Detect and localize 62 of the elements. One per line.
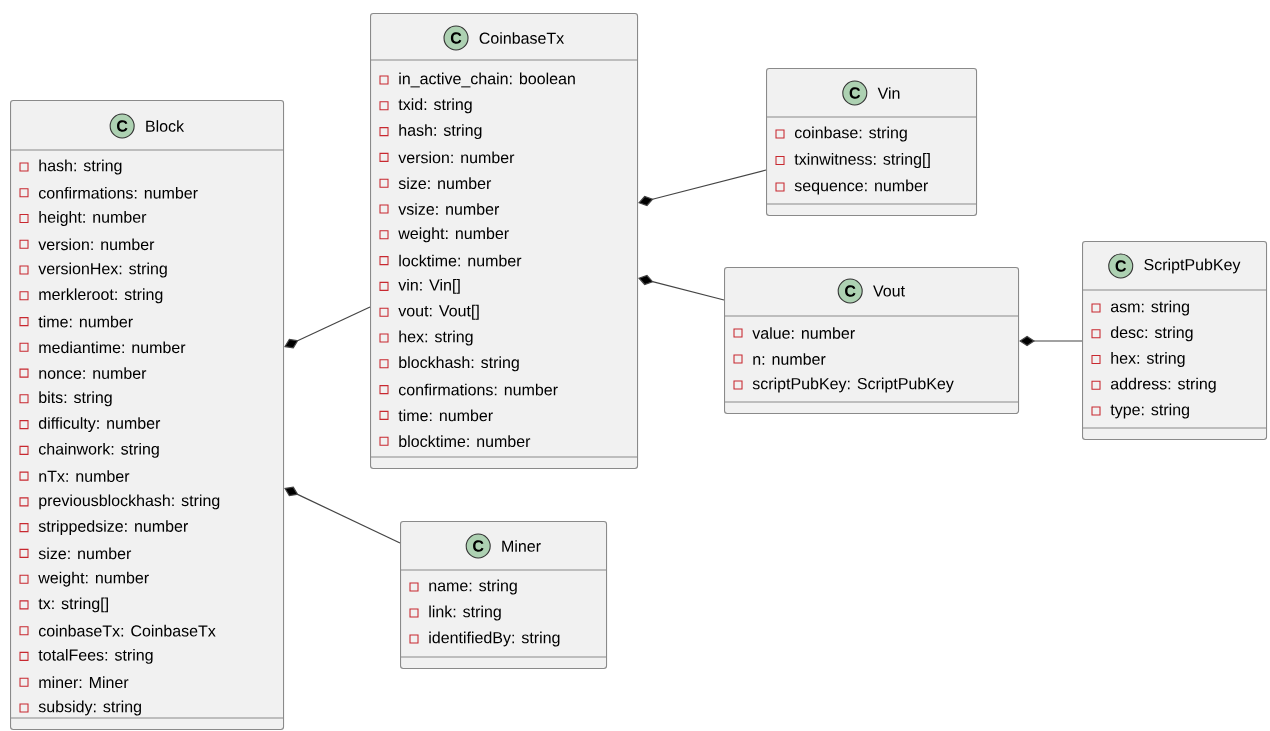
class-name: Vin [877, 87, 900, 99]
class-name: Block [146, 120, 185, 132]
attribute-text: sequence: number [794, 179, 928, 195]
attribute-text: hash: string [399, 124, 482, 140]
attribute-text: version: number [398, 151, 515, 164]
attribute-text: name: string [429, 579, 517, 595]
composition-line [284, 486, 401, 544]
attribute-text: type: string [1110, 403, 1189, 419]
attribute-text: value: number [752, 327, 855, 339]
attribute-text: strippedsize: number [38, 520, 188, 536]
attribute-text: merkleroot: string [39, 288, 163, 304]
attribute-text: time: number [398, 409, 493, 422]
attribute-text: bits: string [39, 391, 112, 407]
attribute-text: mediantime: number [39, 341, 186, 354]
attribute-text: nonce: number [39, 367, 147, 379]
composition-line [1019, 335, 1083, 347]
attribute-text: blocktime: number [399, 435, 531, 448]
attribute-text: n: number [753, 353, 826, 365]
attribute-text: totalFees: string [38, 648, 153, 664]
attribute-text: coinbase: string [794, 126, 907, 142]
attribute-text: nTx: number [39, 470, 130, 482]
attribute-text: versionHex: string [38, 262, 167, 278]
class-name: ScriptPubKey [1144, 258, 1241, 274]
class-name: Vout [873, 285, 905, 297]
attribute-text: previousblockhash: string [39, 494, 220, 510]
attribute-text: txid: string [398, 98, 472, 114]
attribute-text: difficulty: number [38, 417, 161, 433]
attribute-text: version: number [38, 238, 155, 251]
attribute-text: size: number [398, 177, 492, 190]
attribute-text: weight: number [38, 571, 149, 587]
attribute-text: weight: number [398, 227, 509, 243]
attribute-text: vsize: number [398, 203, 500, 215]
attribute-text: vout: Vout[] [398, 304, 479, 320]
attribute-text: desc: string [1110, 326, 1193, 342]
attribute-text: hex: string [1111, 352, 1185, 367]
composition-line [638, 169, 767, 207]
attribute-text: chainwork: string [38, 442, 159, 458]
attribute-text: miner: Miner [39, 676, 129, 689]
attribute-text: in_active_chain: boolean [399, 72, 575, 88]
attribute-text: scriptPubKey: ScriptPubKey [752, 377, 954, 393]
attribute-text: txinwitness: string[] [794, 153, 930, 168]
attribute-text: height: number [39, 211, 147, 226]
attribute-text: address: string [1110, 377, 1216, 393]
attribute-text: asm: string [1110, 300, 1189, 316]
attribute-text: time: number [38, 315, 133, 328]
attribute-text: tx: string[] [38, 597, 108, 613]
attribute-text: blockhash: string [399, 356, 519, 372]
attribute-text: confirmations: number [398, 383, 558, 396]
attribute-text: hex: string [399, 330, 473, 346]
attribute-text: locktime: number [399, 254, 522, 267]
composition-line [638, 274, 725, 301]
class-name: CoinbaseTx [479, 32, 564, 44]
attribute-text: confirmations: number [38, 186, 198, 199]
attribute-text: vin: Vin[] [398, 278, 460, 294]
attribute-text: subsidy: string [38, 700, 141, 716]
attribute-text: hash: string [39, 159, 122, 175]
attribute-text: identifiedBy: string [429, 631, 560, 647]
composition-line [284, 306, 371, 349]
attribute-text: coinbaseTx: CoinbaseTx [38, 624, 216, 637]
attribute-text: link: string [429, 605, 501, 621]
attribute-text: size: number [38, 547, 132, 560]
class-name: Miner [502, 540, 541, 552]
